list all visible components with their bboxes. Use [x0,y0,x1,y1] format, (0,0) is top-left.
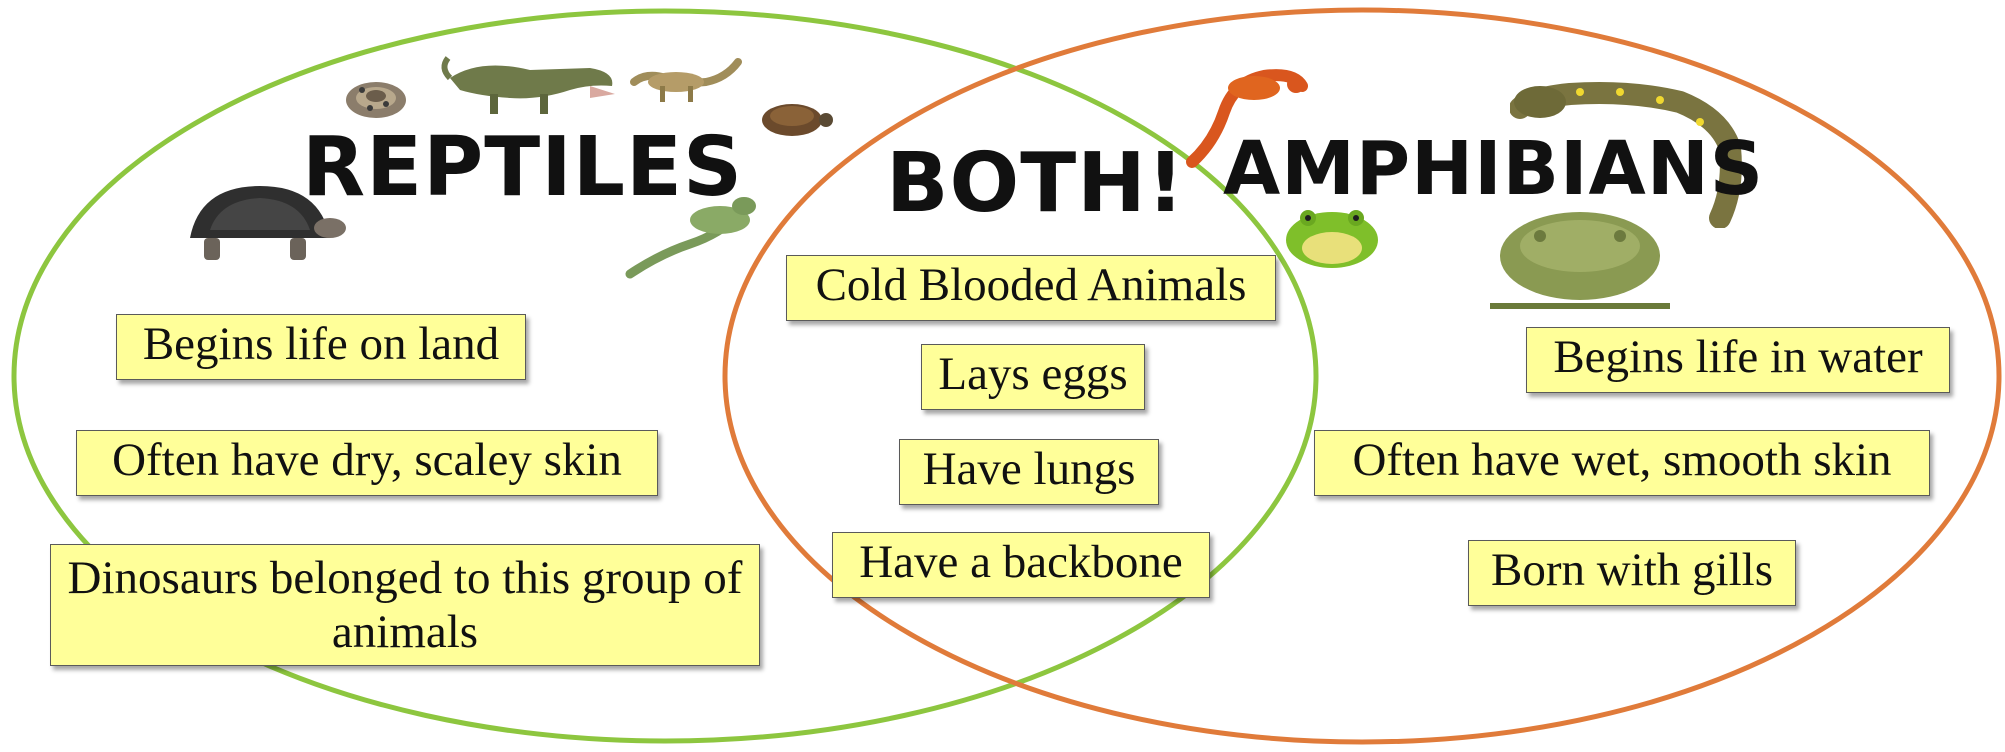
toad-icon [1480,196,1680,316]
fact-reptiles-skin: Often have dry, scaley skin [76,430,658,496]
crocodile-icon [440,38,620,128]
reptiles-heading: REPTILES [302,120,743,215]
fact-both-cold-blooded: Cold Blooded Animals [786,255,1276,321]
fact-amphibians-skin: Often have wet, smooth skin [1314,430,1930,496]
fact-both-backbone: Have a backbone [832,532,1210,598]
fact-reptiles-dinosaurs: Dinosaurs belonged to this group of anim… [50,544,760,666]
fact-both-lungs: Have lungs [899,439,1159,505]
fact-amphibians-gills: Born with gills [1468,540,1796,606]
lizard-icon [626,52,746,118]
fact-both-eggs: Lays eggs [921,344,1145,410]
rattlesnake-icon [340,68,412,124]
fact-amphibians-water: Begins life in water [1526,327,1950,393]
fact-reptiles-land: Begins life on land [116,314,526,380]
amphibians-heading: AMPHIBIANS [1223,126,1764,212]
both-heading: BOTH! [886,136,1185,231]
turtle-icon [752,96,838,140]
